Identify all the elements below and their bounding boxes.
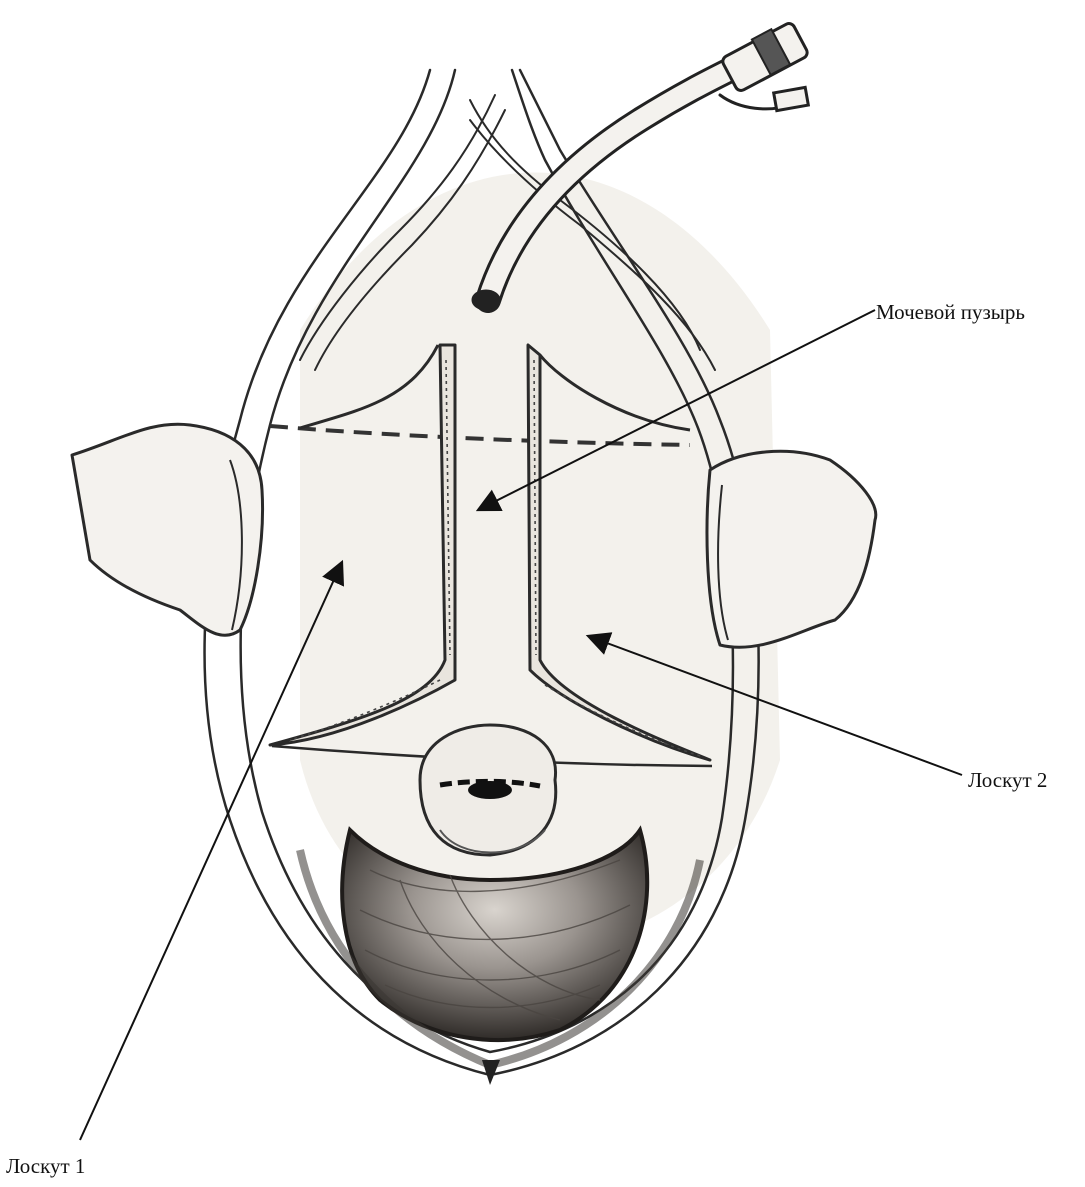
retractor-right bbox=[707, 451, 876, 647]
label-flap-1: Лоскут 1 bbox=[6, 1154, 85, 1179]
label-flap-2: Лоскут 2 bbox=[968, 768, 1047, 793]
retractor-left bbox=[72, 424, 263, 635]
label-bladder: Мочевой пузырь bbox=[876, 300, 1025, 325]
